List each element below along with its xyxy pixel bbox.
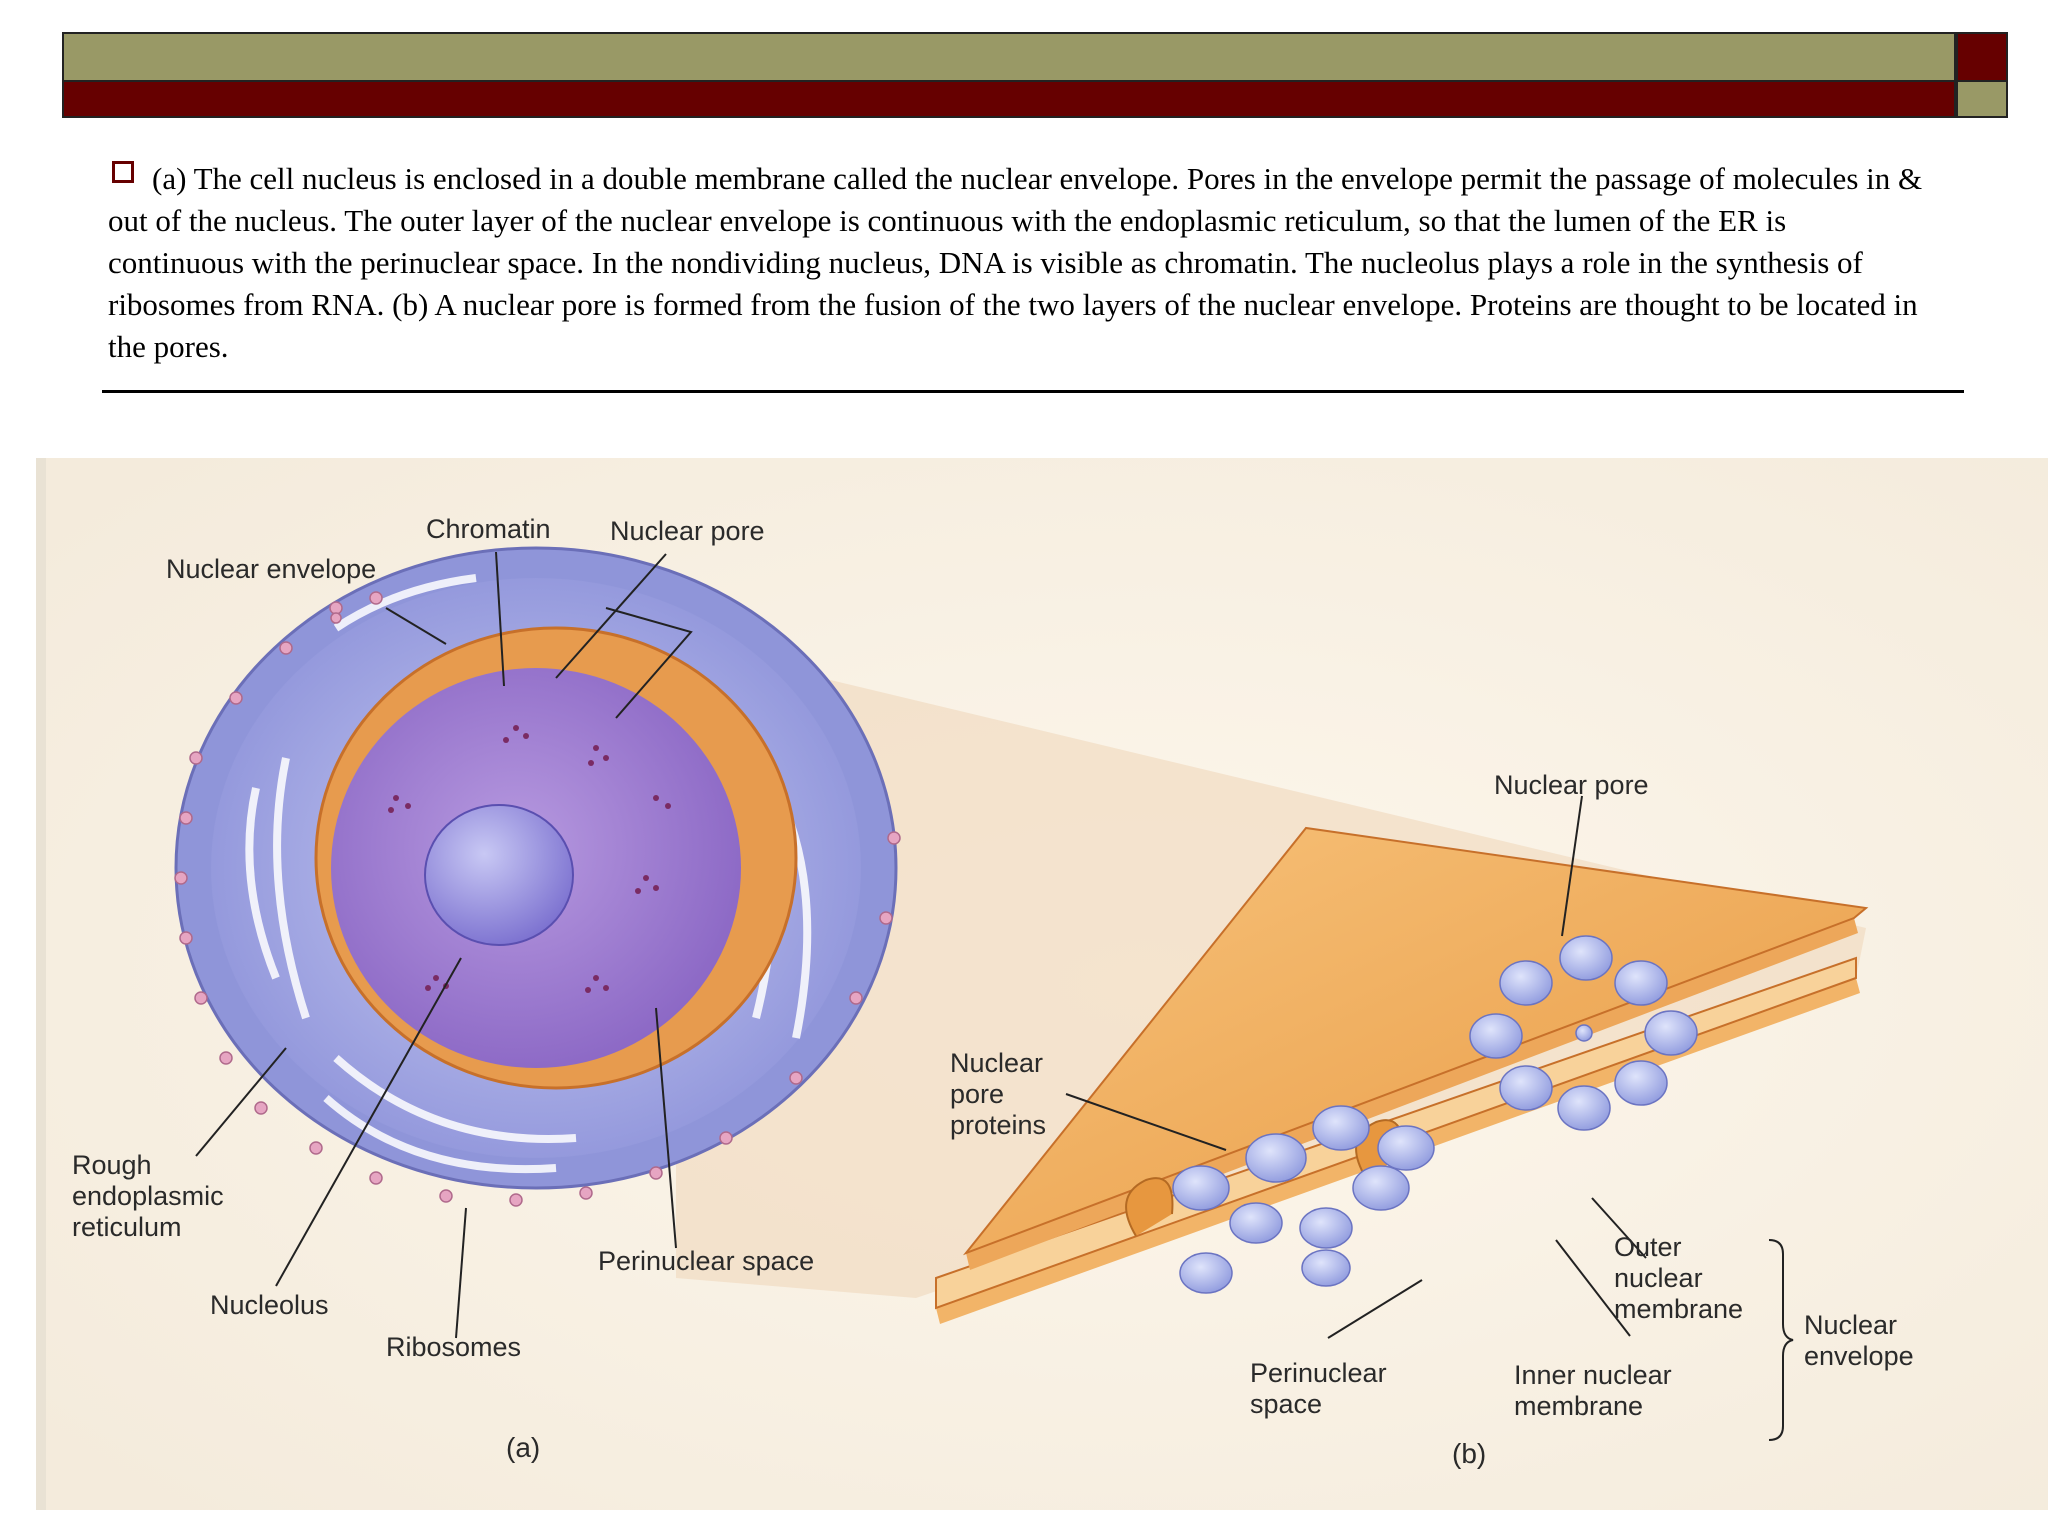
square-bullet-icon [112,161,134,183]
label-nuclear-envelope-a: Nuclear envelope [166,554,377,584]
olive-corner-square [1956,82,2008,118]
label-nucleolus: Nucleolus [210,1290,329,1320]
caption-text: (a) The cell nucleus is enclosed in a do… [108,161,1923,364]
panel-b-tag: (b) [1452,1438,1487,1469]
label-chromatin: Chromatin [426,514,551,544]
panel-a-tag: (a) [506,1432,541,1463]
olive-bar [62,32,1956,82]
label-nuclear-pore-b: Nuclear pore [1494,770,1649,800]
caption-paragraph: (a) The cell nucleus is enclosed in a do… [108,158,1928,368]
label-nuclear-pore-proteins: Nuclear pore proteins [950,1048,1047,1140]
label-nuclear-envelope-b: Nuclear envelope [1804,1310,1914,1371]
title-bar-decoration [62,32,2008,118]
label-inner-nuclear-membrane: Inner nuclear membrane [1514,1360,1672,1421]
label-ribosomes: Ribosomes [386,1332,522,1362]
pore-proteins-ring [1469,935,1698,1131]
nucleus-figure: Chromatin Nuclear pore Nuclear envelope … [36,458,2048,1510]
maroon-corner-square [1956,32,2008,82]
divider-line [102,390,1964,393]
nucleus-illustration [36,458,2048,1510]
label-perinuclear-space-b: Perinuclear space [1250,1358,1387,1419]
label-nuclear-pore-a: Nuclear pore [610,516,765,546]
label-rough-er: Rough endoplasmic reticulum [72,1150,224,1242]
maroon-bar [62,82,1956,118]
label-outer-nuclear-membrane: Outer nuclear membrane [1614,1232,1744,1324]
pore-proteins-front [1172,1105,1435,1294]
label-perinuclear-space-a: Perinuclear space [598,1246,815,1276]
nucleus-cutaway [174,546,901,1207]
nucleolus-sphere [424,804,574,946]
